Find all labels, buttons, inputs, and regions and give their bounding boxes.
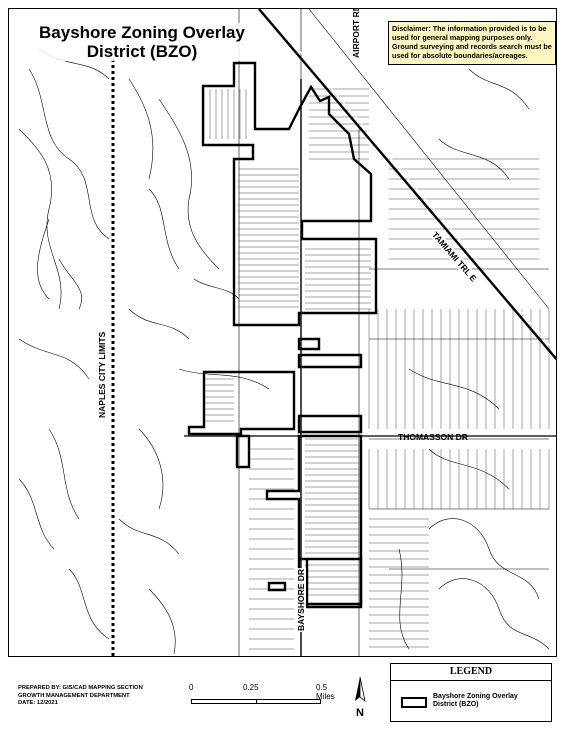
legend-bzo-label: Bayshore Zoning Overlay District (BZO) bbox=[433, 693, 518, 709]
naples-city-limits-label: NAPLES CITY LIMITS bbox=[97, 330, 107, 419]
map-canvas bbox=[18, 9, 556, 659]
legend-bzo-swatch bbox=[401, 697, 427, 708]
department-line: GROWTH MANAGEMENT DEPARTMENT bbox=[18, 692, 130, 699]
map-frame: Bayshore Zoning Overlay District (BZO) D… bbox=[8, 8, 557, 725]
title-line-2: District (BZO) bbox=[86, 42, 198, 61]
scale-label-025: 0.25 bbox=[243, 683, 259, 692]
scale-label-0: 0 bbox=[189, 683, 194, 692]
bzo-district-boundary bbox=[187, 61, 378, 609]
legend-title: LEGEND bbox=[391, 666, 551, 681]
map-footer: PREPARED BY: GIS/CAD MAPPING SECTION GRO… bbox=[8, 656, 557, 725]
date-line: DATE: 12/2021 bbox=[18, 700, 58, 706]
thomasson-drive-label: THOMASSON DR bbox=[398, 432, 468, 442]
map-title: Bayshore Zoning Overlay District (BZO) bbox=[27, 23, 257, 61]
north-label: N bbox=[356, 707, 364, 719]
legend-label-line-1: Bayshore Zoning Overlay bbox=[433, 693, 518, 700]
prepared-by-block: PREPARED BY: GIS/CAD MAPPING SECTION GRO… bbox=[18, 685, 143, 708]
legend-box: LEGEND Bayshore Zoning Overlay District … bbox=[390, 663, 552, 722]
airport-road-label: AIRPORT RD S bbox=[351, 9, 361, 59]
bayshore-drive-label: BAYSHORE DR bbox=[296, 567, 306, 632]
parcel-hatching bbox=[203, 88, 550, 650]
disclaimer-box: Disclaimer: The information provided is … bbox=[388, 21, 556, 65]
title-line-1: Bayshore Zoning Overlay bbox=[39, 23, 245, 42]
tamiami-trail-road bbox=[258, 9, 556, 361]
legend-label-line-2: District (BZO) bbox=[433, 701, 479, 708]
scale-label-05: 0.5 Miles bbox=[316, 683, 335, 701]
prepared-by-line: PREPARED BY: GIS/CAD MAPPING SECTION bbox=[18, 685, 143, 691]
north-arrow-icon: N bbox=[355, 676, 366, 719]
